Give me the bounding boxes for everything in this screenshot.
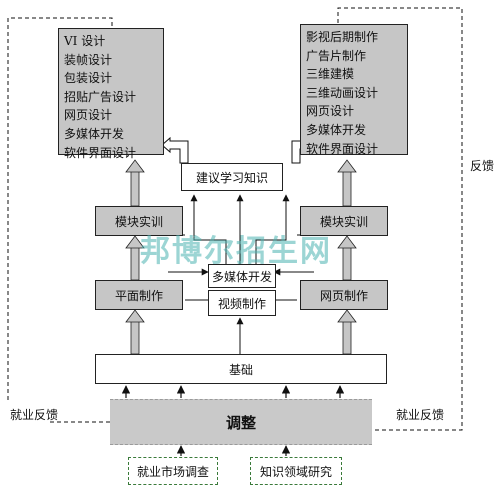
right-list-item: 多媒体开发 [306,122,367,137]
thick-arrow-right-low [337,309,357,355]
employment-feedback-right-label: 就业反馈 [396,408,445,422]
right-list-item: 影视后期制作 [306,30,379,44]
adjust-band: 调整 [110,399,372,445]
hollow-arrow-to-left-top [161,136,189,164]
left-list-item: 软件界面设计 [64,145,137,160]
module-right-box: 模块实训 [300,206,388,236]
market-survey-box: 就业市场调查 [128,457,218,485]
left-feedback-loop [7,17,113,400]
right-list-item: 软件界面设计 [306,141,379,156]
web-production-box: 网页制作 [300,280,388,310]
thick-arrow-left-top [125,159,145,207]
left-list-item: 包装设计 [64,71,113,86]
knowledge-research-box: 知识领域研究 [250,457,342,485]
right-list-item: 三维动画设计 [306,85,379,100]
advice-box: 建议学习知识 [181,163,283,191]
module-left-box: 模块实训 [95,206,183,236]
left-career-list: VI 设计 装帧设计 包装设计 招贴广告设计 网页设计 多媒体开发 软件界面设计 [58,28,164,160]
right-career-list: 影视后期制作 广告片制作 三维建模 三维动画设计 网页设计 多媒体开发 软件界面… [300,24,408,156]
flat-production-box: 平面制作 [95,280,183,310]
left-list-item: 装帧设计 [64,52,113,67]
left-list-item: 网页设计 [64,108,113,123]
feedback-label: 反馈 [470,159,495,173]
thin-arrow-left-up [190,194,227,264]
foundation-box: 基础 [95,354,387,384]
video-box: 视频制作 [208,290,276,316]
left-list-item: 招贴广告设计 [64,89,137,104]
left-list-item: 多媒体开发 [64,126,125,141]
multimedia-box: 多媒体开发 [208,264,276,288]
watermark-text: 邦博尔招生网 [140,234,332,269]
right-feedback-loop [337,7,463,431]
left-list-item: VI 设计 [64,34,106,48]
employment-feedback-left-label: 就业反馈 [10,408,59,422]
thick-arrow-right-mid [337,235,357,281]
thin-arrow-right-up [255,194,290,264]
right-list-item: 三维建模 [306,67,355,82]
thick-arrow-right-top [337,159,357,207]
right-list-item: 广告片制作 [306,48,367,63]
thick-arrow-left-low [125,309,145,355]
right-list-item: 网页设计 [306,104,355,119]
